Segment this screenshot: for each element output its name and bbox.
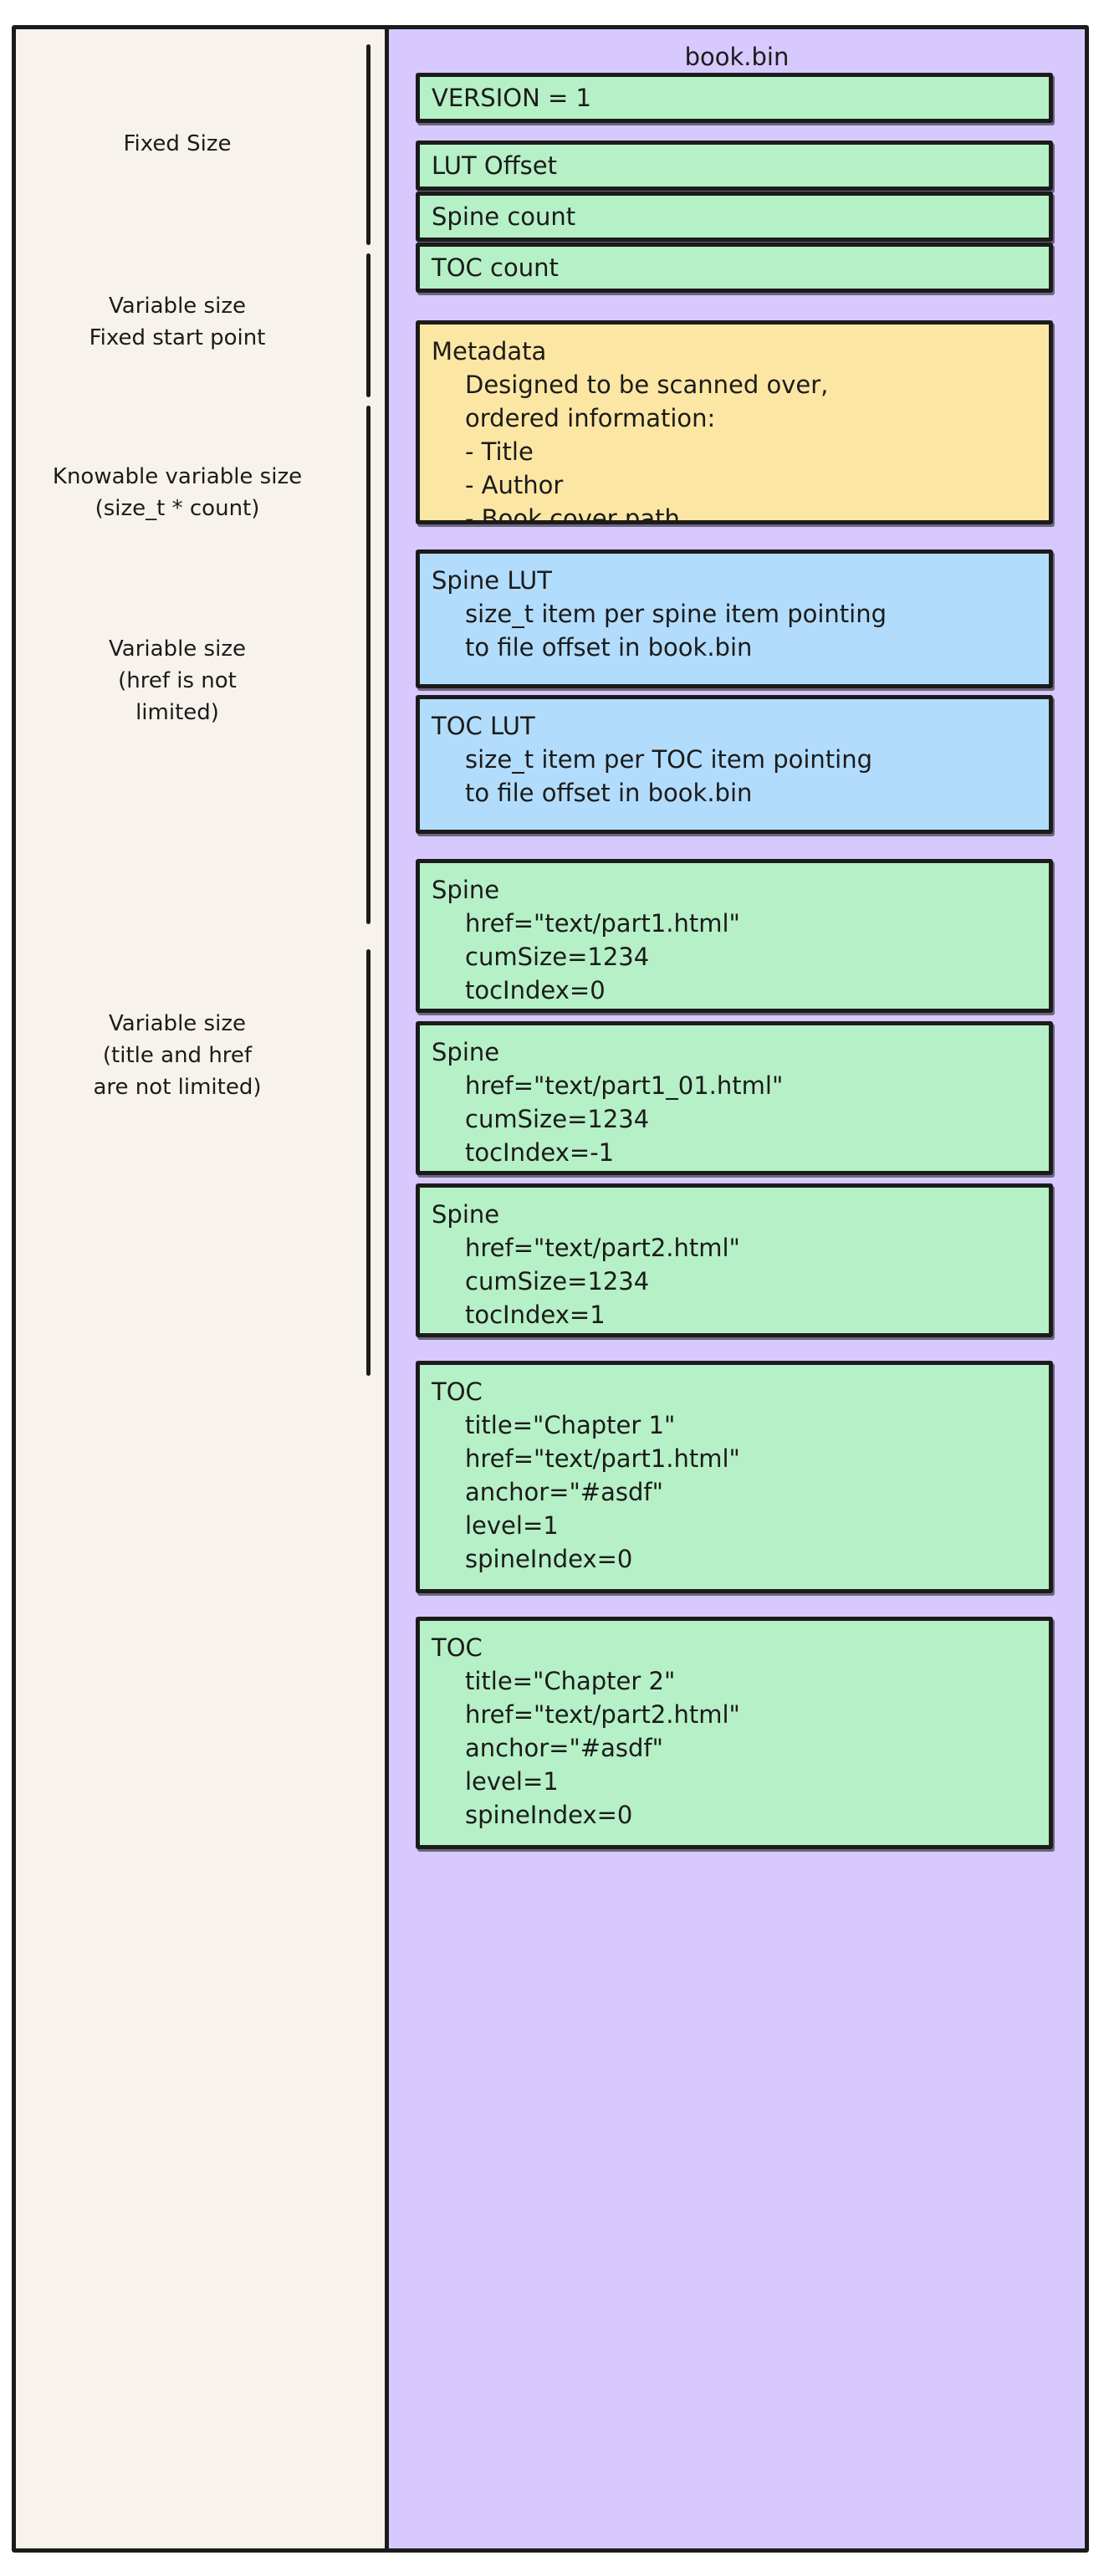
section-spine-1-body: href="text/part1.html" cumSize=1234 tocI… xyxy=(465,909,740,1005)
section-toc-2: TOC title="Chapter 2" href="text/part2.h… xyxy=(416,1617,1053,1849)
section-spine-count-label: Spine count xyxy=(432,202,576,231)
section-toc-lut: TOC LUT size_t item per TOC item pointin… xyxy=(416,695,1053,834)
section-spine-3-head: Spine xyxy=(432,1200,500,1229)
bracket-variable-title-href xyxy=(366,949,371,1376)
section-spine-count: Spine count xyxy=(416,192,1053,242)
section-lut-offset: LUT Offset xyxy=(416,141,1053,191)
section-metadata: Metadata Designed to be scanned over, or… xyxy=(416,320,1053,524)
section-spine-2: Spine href="text/part1_01.html" cumSize=… xyxy=(416,1021,1053,1175)
annotation-variable-href: Variable size (href is not limited) xyxy=(16,615,367,749)
section-lut-offset-label: LUT Offset xyxy=(432,151,557,180)
annotation-variable-title-href-label: Variable size (title and href are not li… xyxy=(93,1011,262,1100)
annotation-variable-fixed-start-label: Variable size Fixed start point xyxy=(89,294,266,350)
section-spine-lut: Spine LUT size_t item per spine item poi… xyxy=(416,549,1053,688)
section-toc-2-body: title="Chapter 2" href="text/part2.html"… xyxy=(465,1667,740,1830)
section-spine-3: Spine href="text/part2.html" cumSize=123… xyxy=(416,1183,1053,1337)
bracket-knowable-variable-size xyxy=(366,406,371,774)
section-spine-1-head: Spine xyxy=(432,876,500,904)
book-bin-panel: book.bin VERSION = 1 LUT Offset Spine co… xyxy=(389,29,1085,2548)
section-toc-1-body: title="Chapter 1" href="text/part1.html"… xyxy=(465,1411,740,1574)
bracket-variable-href xyxy=(366,613,371,924)
annotation-fixed-size-label: Fixed Size xyxy=(123,131,232,157)
section-toc-lut-head: TOC LUT xyxy=(432,712,535,740)
section-version: VERSION = 1 xyxy=(416,73,1053,123)
annotation-variable-title-href: Variable size (title and href are not li… xyxy=(16,989,367,1123)
section-metadata-head: Metadata xyxy=(432,337,547,365)
section-toc-1: TOC title="Chapter 1" href="text/part1.h… xyxy=(416,1361,1053,1593)
bracket-fixed-size xyxy=(366,44,371,245)
section-spine-lut-body: size_t item per spine item pointing to f… xyxy=(465,600,887,662)
annotation-knowable-variable-size-label: Knowable variable size (size_t * count) xyxy=(52,464,303,521)
section-version-label: VERSION = 1 xyxy=(432,84,591,112)
page-title: book.bin xyxy=(684,43,790,71)
annotation-variable-href-label: Variable size (href is not limited) xyxy=(109,636,246,725)
section-toc-lut-body: size_t item per TOC item pointing to fil… xyxy=(465,745,872,808)
section-toc-count: TOC count xyxy=(416,243,1053,293)
section-toc-1-head: TOC xyxy=(432,1377,483,1406)
section-spine-1: Spine href="text/part1.html" cumSize=123… xyxy=(416,859,1053,1013)
annotation-fixed-size: Fixed Size xyxy=(16,103,367,187)
section-toc-count-label: TOC count xyxy=(432,253,559,282)
section-spine-2-head: Spine xyxy=(432,1038,500,1066)
section-metadata-body: Designed to be scanned over, ordered inf… xyxy=(465,371,829,524)
diagram-outer-frame: Fixed Size Variable size Fixed start poi… xyxy=(12,25,1089,2553)
section-toc-2-head: TOC xyxy=(432,1633,483,1662)
bracket-variable-fixed-start xyxy=(366,253,371,397)
section-spine-3-body: href="text/part2.html" cumSize=1234 tocI… xyxy=(465,1234,740,1330)
annotation-column: Fixed Size Variable size Fixed start poi… xyxy=(16,29,389,2548)
annotation-variable-fixed-start: Variable size Fixed start point xyxy=(16,277,367,369)
section-spine-2-body: href="text/part1_01.html" cumSize=1234 t… xyxy=(465,1071,784,1168)
section-spine-lut-head: Spine LUT xyxy=(432,566,552,595)
annotation-knowable-variable-size: Knowable variable size (size_t * count) xyxy=(16,447,367,539)
